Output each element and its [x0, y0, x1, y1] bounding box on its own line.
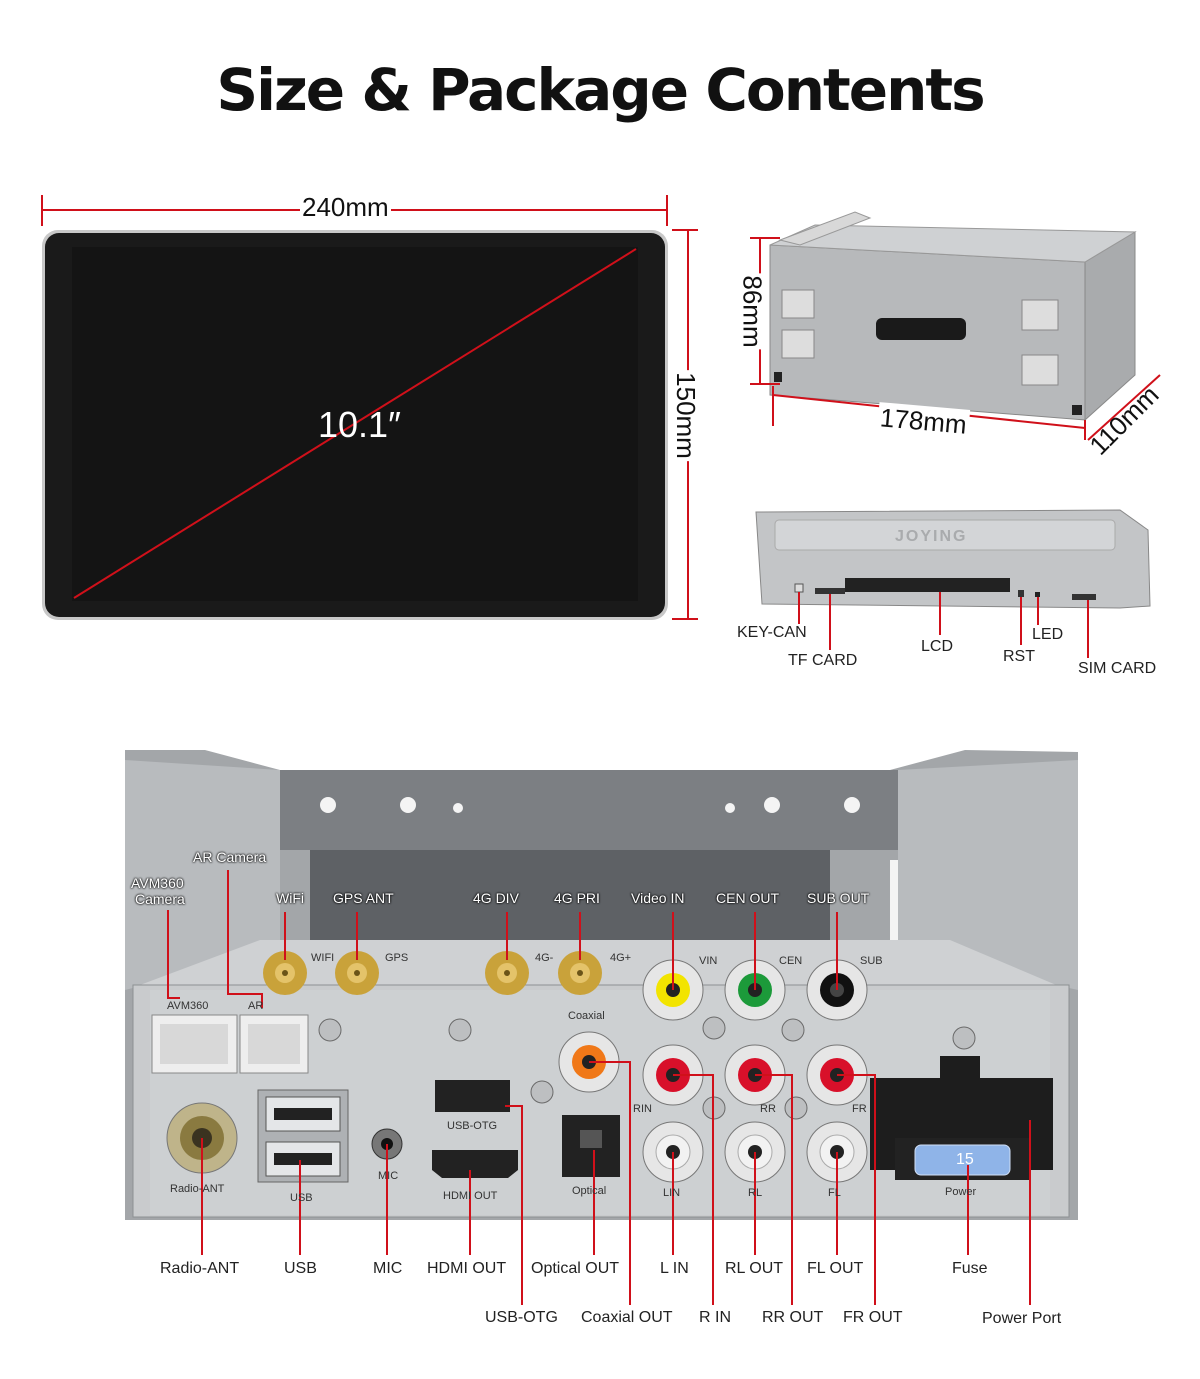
avm360-camera-label-1: AVM360: [131, 875, 184, 891]
mic-label: MIC: [373, 1260, 403, 1277]
4g-pri-label: 4G PRI: [554, 890, 600, 906]
chassis-height-label: 86mm: [736, 273, 768, 350]
fuse-value: 15: [956, 1151, 974, 1168]
silk-ar: AR: [248, 1000, 264, 1012]
side-panel-leaders: [798, 592, 1089, 658]
silk-rl: RL: [748, 1187, 763, 1199]
silk-radio-ant: Radio-ANT: [170, 1183, 225, 1195]
lcd-label: LCD: [921, 638, 954, 655]
key-can-label: KEY-CAN: [737, 624, 807, 641]
screen-unit: [42, 230, 668, 620]
antenna-connectors: [263, 951, 602, 995]
radio-ant-label: Radio-ANT: [160, 1260, 240, 1277]
silk-fr: FR: [852, 1103, 867, 1115]
led-label: LED: [1032, 626, 1064, 643]
silk-vin: VIN: [699, 955, 718, 967]
silk-rin: RIN: [633, 1103, 652, 1115]
rl-out-label: RL OUT: [725, 1260, 784, 1277]
avm360-camera-label-2: Camera: [135, 891, 185, 907]
fl-out-label: FL OUT: [807, 1260, 864, 1277]
silk-coaxial: Coaxial: [568, 1010, 605, 1022]
screen-height-label: 150mm: [669, 370, 701, 461]
silk-avm360: AVM360: [167, 1000, 209, 1012]
ar-camera-label: AR Camera: [193, 849, 267, 865]
side-panel-brand: JOYING: [895, 528, 968, 545]
sim-card-label: SIM CARD: [1078, 660, 1157, 677]
4g-div-label: 4G DIV: [473, 890, 519, 906]
screen-diagonal-label: 10.1″: [318, 404, 401, 445]
chassis-box: [769, 211, 1137, 422]
usb-label: USB: [284, 1260, 317, 1277]
silk-hdmi-out: HDMI OUT: [443, 1190, 498, 1202]
gps-ant-label: GPS ANT: [333, 890, 394, 906]
silk-usb-otg: USB-OTG: [447, 1120, 498, 1132]
camera-connectors: [151, 1014, 309, 1074]
silk-wifi: WIFI: [311, 952, 335, 964]
sub-out-label: SUB OUT: [807, 890, 870, 906]
silk-sub: SUB: [860, 955, 883, 967]
rst-label: RST: [1003, 648, 1035, 665]
r-in-label: R IN: [699, 1309, 731, 1326]
screen-width-label: 240mm: [300, 192, 391, 223]
l-in-label: L IN: [660, 1260, 689, 1277]
power-port-label: Power Port: [982, 1310, 1062, 1327]
page-title: Size & Package Contents: [216, 56, 985, 124]
usb-otg-port: [435, 1080, 510, 1112]
diagonal-line: [73, 248, 637, 599]
cen-out-label: CEN OUT: [716, 890, 779, 906]
silk-power: Power: [945, 1186, 977, 1198]
hdmi-out-label: HDMI OUT: [427, 1260, 507, 1277]
silk-gps: GPS: [385, 952, 409, 964]
screws: [318, 1016, 976, 1120]
video-in-label: Video IN: [631, 890, 685, 906]
rear-leader-lines: [167, 870, 1031, 1305]
silk-mic: MIC: [378, 1170, 399, 1182]
fuse: [914, 1144, 1011, 1176]
lcd-connector: [845, 578, 1010, 592]
silk-usb: USB: [290, 1192, 313, 1204]
silk-4g-plus: 4G+: [610, 952, 632, 964]
silk-cen: CEN: [779, 955, 803, 967]
tf-card-label: TF CARD: [788, 652, 858, 669]
wifi-label: WiFi: [276, 890, 304, 906]
hdmi-port: [432, 1150, 518, 1178]
power-connector: [870, 1056, 1053, 1180]
silk-4g-minus: 4G-: [535, 952, 554, 964]
fuse-label: Fuse: [952, 1260, 988, 1277]
silk-optical: Optical: [572, 1185, 607, 1197]
usb-otg-label: USB-OTG: [485, 1309, 558, 1326]
fr-out-label: FR OUT: [843, 1309, 903, 1326]
rr-out-label: RR OUT: [762, 1309, 824, 1326]
side-panel: [755, 509, 1151, 609]
silk-rr: RR: [760, 1103, 776, 1115]
coaxial-out-label: Coaxial OUT: [581, 1309, 673, 1326]
optical-out-label: Optical OUT: [531, 1260, 620, 1277]
silk-lin: LIN: [663, 1187, 681, 1199]
chassis-slot: [876, 318, 966, 340]
usb-ports: [257, 1089, 349, 1183]
silk-fl: FL: [828, 1187, 841, 1199]
